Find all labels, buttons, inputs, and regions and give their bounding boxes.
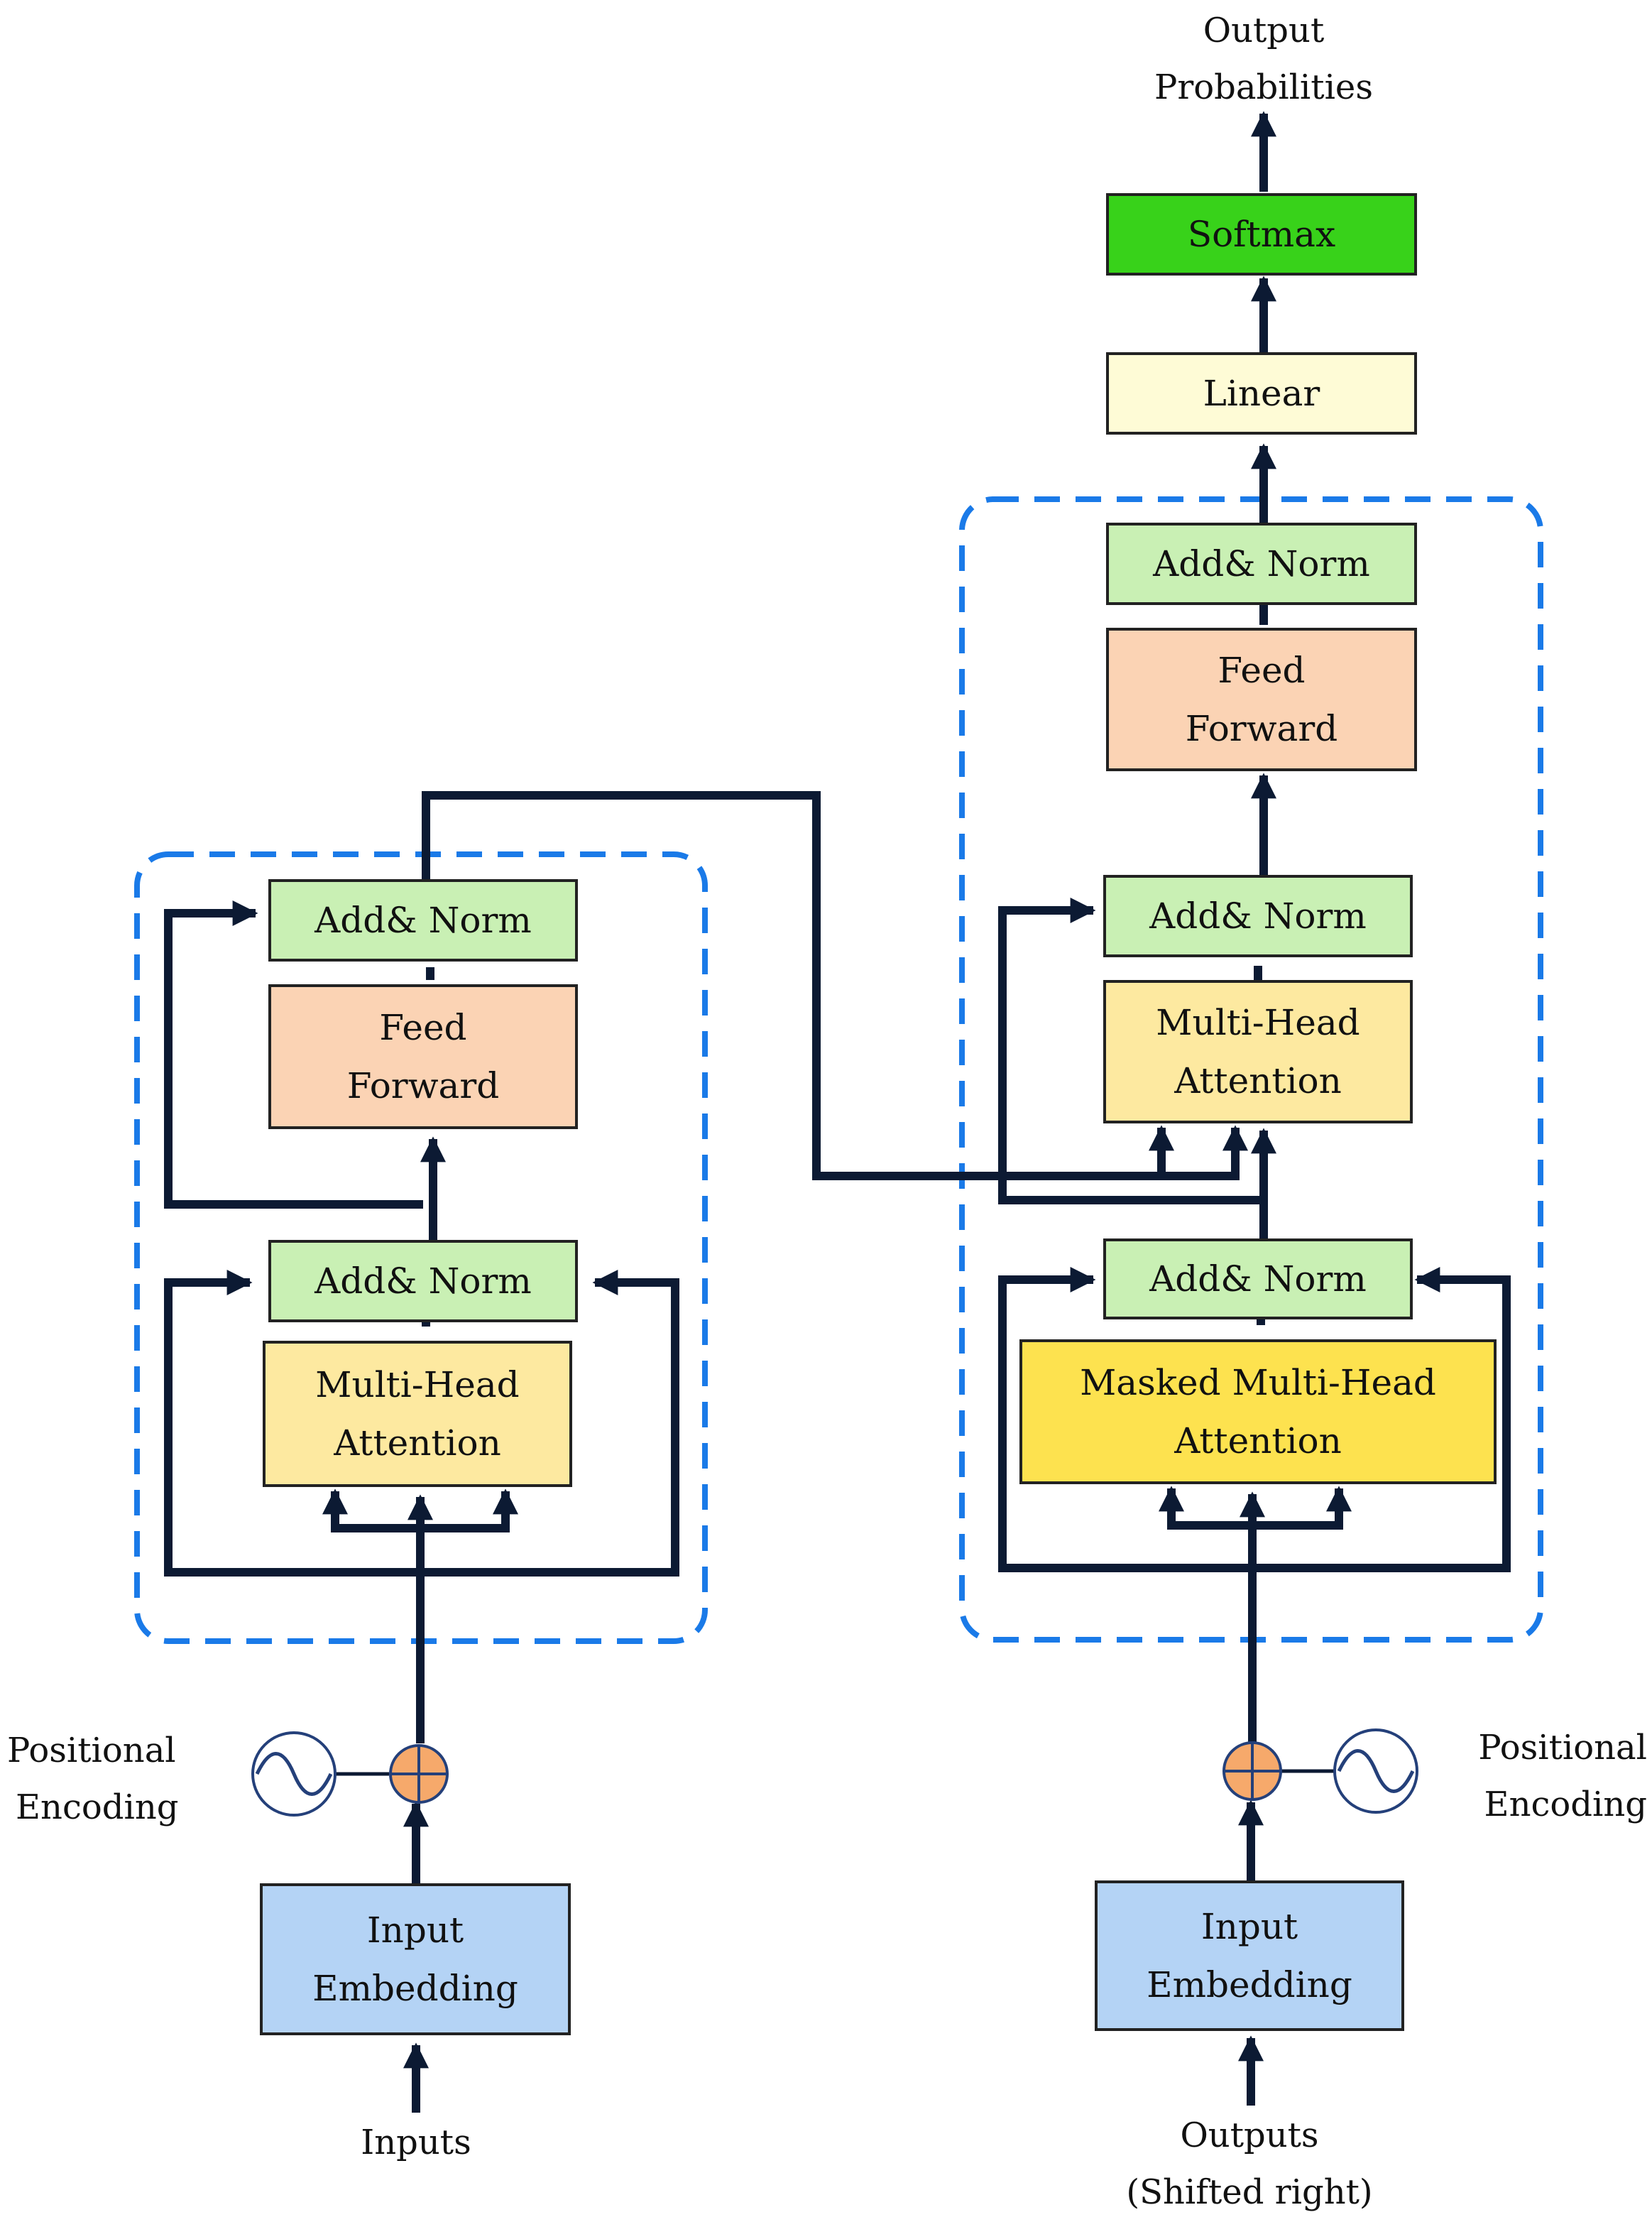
dec-qkv-branch [1159,1486,1252,1530]
enc-add-norm-top: Add& Norm [268,879,578,962]
enc-attention-line1: Multi-Head [315,1364,520,1405]
enc-qkv-branch [322,1488,420,1532]
dec-residual-left-2 [998,898,1264,1204]
dec-masked-attention-line1: Masked Multi-Head [1080,1362,1436,1403]
enc-feed-forward-line2: Forward [346,1065,500,1106]
output-title-line2: Probabilities [1154,67,1373,107]
dec-masked-attention-line2: Attention [1174,1420,1342,1461]
dec-outputs-label-line2: (Shifted right) [1126,2172,1373,2212]
enc-to-dec-link-2 [1161,1125,1248,1180]
dec-feed-forward-box: Feed Forward [1106,628,1417,771]
dec-embedding-line2: Embedding [1147,1964,1352,2005]
dec-qkv-branch-right [1252,1486,1352,1530]
dec-add-norm-bottom-label: Add& Norm [1149,1258,1367,1300]
enc-to-dec-link [422,791,1174,1180]
enc-attention-line2: Attention [334,1422,501,1464]
linear-box: Linear [1106,352,1417,435]
dec-cross-attention-box: Multi-Head Attention [1103,980,1413,1123]
dec-add-norm-top: Add& Norm [1106,523,1417,605]
enc-residual-left-2 [164,900,423,1209]
enc-feed-forward-line1: Feed [379,1007,467,1048]
dec-add-norm-middle: Add& Norm [1103,875,1413,957]
enc-residual-right-1 [420,1270,679,1577]
dec-adder-icon [1222,1741,1282,1801]
enc-positional-encoding-line2: Encoding [16,1787,179,1827]
linear-label: Linear [1203,373,1320,414]
dec-feed-forward-line1: Feed [1218,650,1306,691]
dec-cross-attention-line2: Attention [1174,1060,1342,1101]
dec-masked-attention-box: Masked Multi-Head Attention [1019,1339,1497,1484]
dec-positional-encoding-line2: Encoding [1484,1785,1647,1824]
enc-attention-box: Multi-Head Attention [263,1341,572,1487]
dec-outputs-label-line1: Outputs [1180,2116,1319,2155]
enc-adder-icon [389,1744,449,1804]
dec-add-norm-top-label: Add& Norm [1153,543,1370,584]
enc-embedding-line1: Input [366,1910,464,1951]
enc-qkv-branch-right [420,1488,518,1532]
dec-add-norm-middle-label: Add& Norm [1149,895,1367,937]
enc-add-norm-bottom: Add& Norm [268,1240,578,1322]
enc-add-norm-top-label: Add& Norm [314,900,532,941]
dec-add-norm-bottom: Add& Norm [1103,1238,1413,1319]
dec-residual-left-1 [998,1267,1252,1572]
softmax-box: Softmax [1106,193,1417,276]
dec-residual-right-1 [1252,1267,1511,1572]
enc-add-norm-bottom-label: Add& Norm [314,1260,532,1302]
dec-embedding-box: Input Embedding [1095,1880,1404,2031]
dec-sine-wave-icon [1333,1728,1418,1814]
softmax-label: Softmax [1187,214,1336,255]
enc-positional-encoding-line1: Positional [7,1731,176,1770]
dec-cross-attention-line1: Multi-Head [1156,1002,1360,1043]
dec-embedding-line1: Input [1200,1906,1298,1947]
output-title-line1: Output [1203,11,1325,50]
enc-feed-forward-box: Feed Forward [268,984,578,1129]
enc-sine-wave-icon [251,1731,337,1817]
enc-embedding-line2: Embedding [312,1968,518,2009]
enc-residual-left-1 [164,1270,420,1577]
enc-embedding-box: Input Embedding [260,1883,571,2035]
enc-inputs-label: Inputs [361,2123,471,2162]
dec-feed-forward-line2: Forward [1185,708,1338,749]
dec-positional-encoding-line1: Positional [1478,1728,1647,1768]
